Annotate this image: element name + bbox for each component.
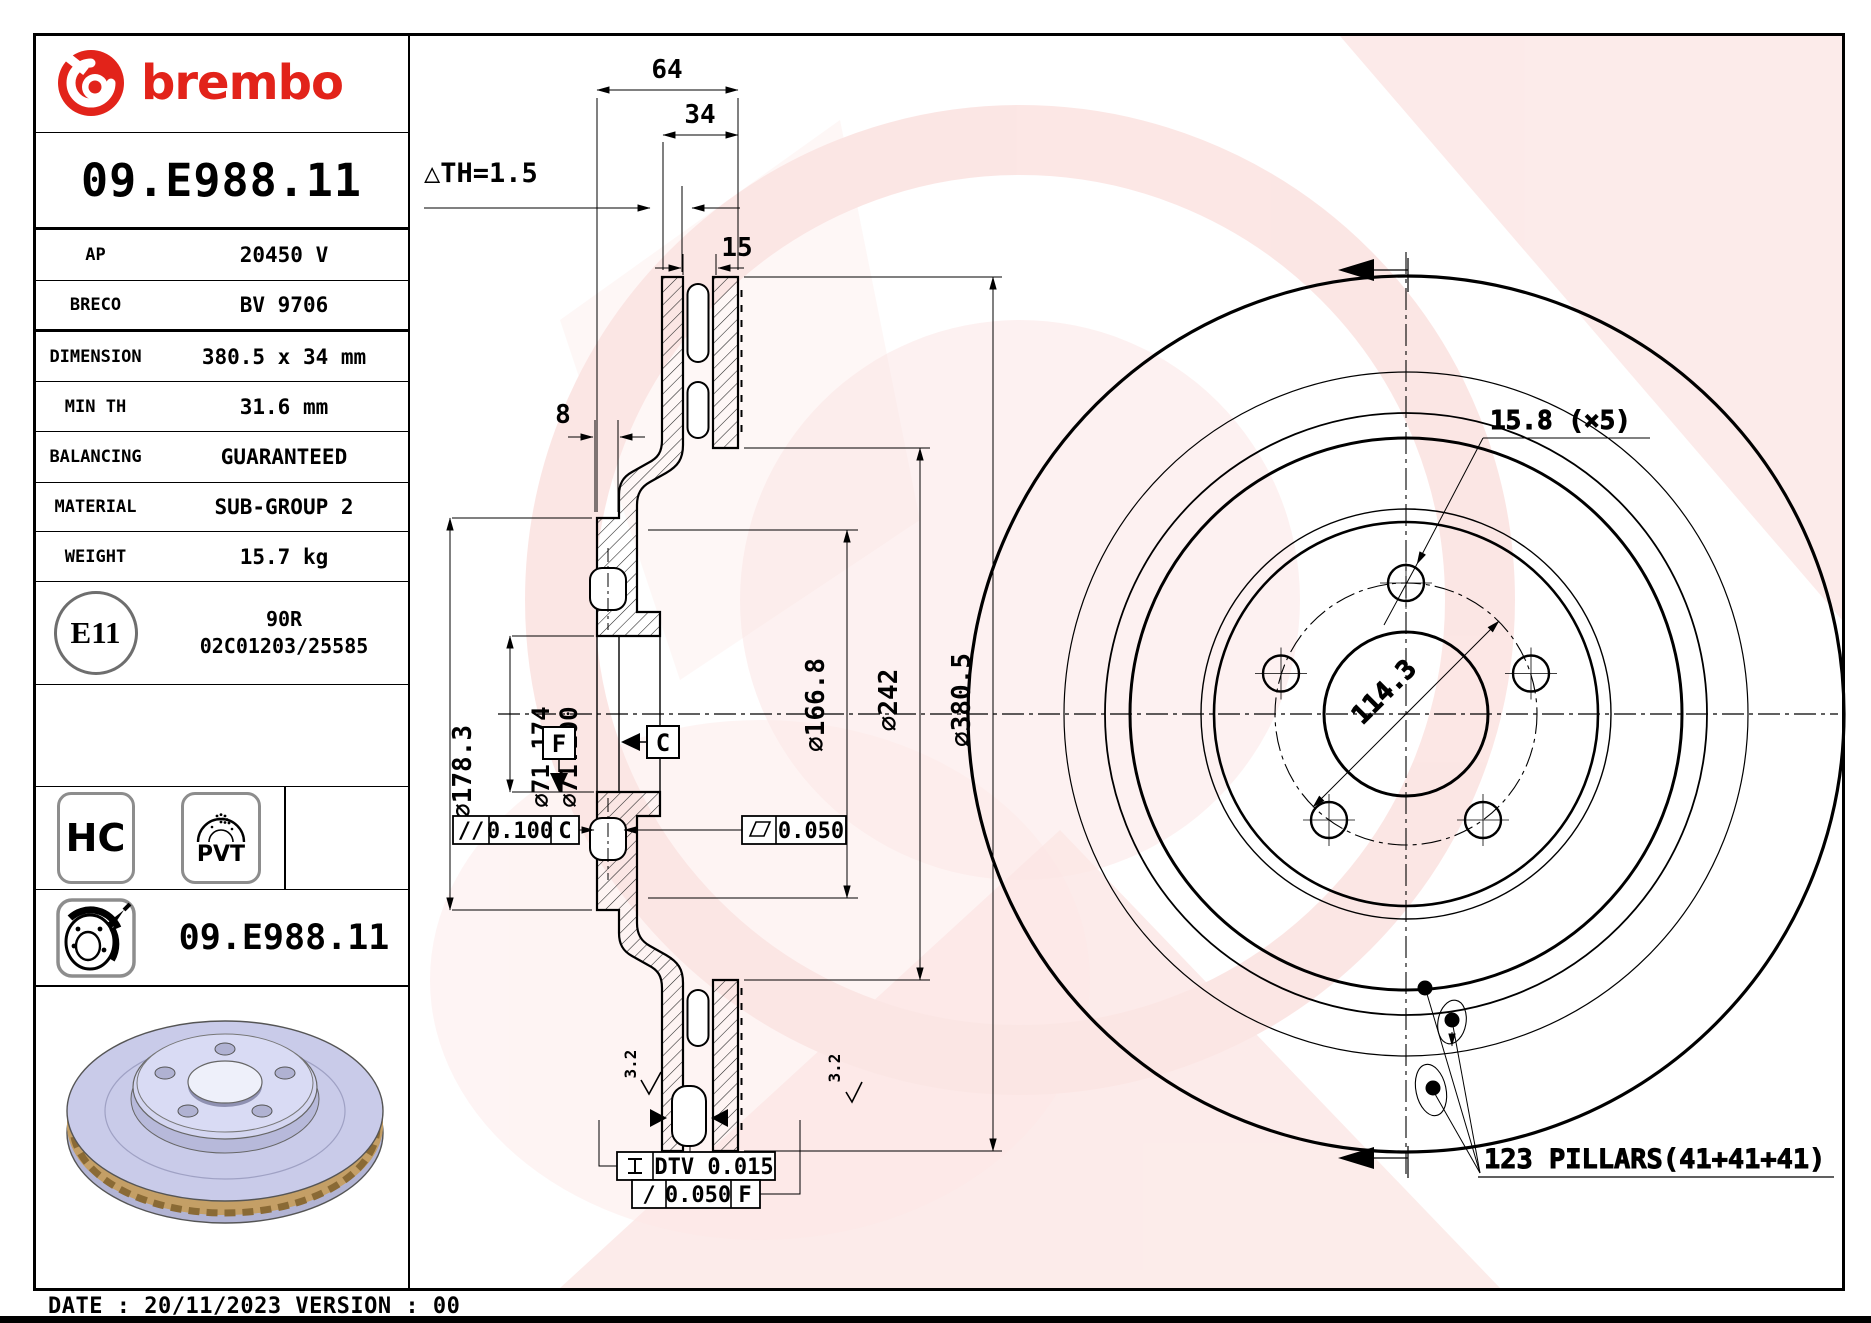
- spec-row-balancing: BALANCING GUARANTEED: [33, 432, 410, 483]
- pvt-badge-label: PVT: [196, 841, 246, 867]
- parallelism-datum: C: [558, 819, 571, 844]
- datum-c-label: C: [656, 729, 670, 757]
- spec-value: GUARANTEED: [220, 445, 348, 469]
- dia-outer: ⌀380.5: [947, 653, 977, 747]
- spec-label: MIN TH: [64, 396, 127, 417]
- dia-flange: ⌀178.3: [448, 725, 478, 819]
- runout-tolerance-frame: / 0.050 F: [631, 1179, 761, 1209]
- extension-lines: [452, 98, 1002, 1152]
- spec-value: BV 9706: [239, 293, 329, 317]
- disc-uv-icon: [55, 897, 136, 978]
- spec-row-weight: WEIGHT 15.7 kg: [33, 532, 410, 582]
- spec-label: DIMENSION: [49, 346, 142, 367]
- part-number: 09.E988.11: [81, 153, 362, 207]
- panel-divider-line: [408, 33, 411, 1291]
- footer-date-version: DATE : 20/11/2023 VERSION : 00: [48, 1294, 461, 1319]
- surface-roughness-marks: [640, 1071, 863, 1104]
- pillars-label: 123 PILLARS(41+41+41): [1484, 1144, 1825, 1175]
- cross-section-view: 64 34 △TH=1.5 15 8 ⌀178.3 ⌀71.174 ⌀71.10…: [424, 55, 1838, 1209]
- badge-row-divider: [284, 787, 286, 889]
- spec-value: 20450 V: [239, 243, 329, 267]
- pcd-dim-line: [1312, 620, 1500, 808]
- spec-row-dimension: DIMENSION 380.5 x 34 mm: [33, 332, 410, 382]
- disc-3d-image: [66, 1020, 384, 1224]
- approval-line2: 02C01203/25585: [199, 634, 369, 658]
- section-slots: [589, 283, 710, 1147]
- brand-row: brembo: [33, 33, 410, 133]
- spec-row-minth: MIN TH 31.6 mm: [33, 382, 410, 432]
- spec-label: BALANCING: [49, 447, 142, 467]
- dim-friction-width: 34: [684, 100, 715, 130]
- spec-label: AP: [85, 245, 106, 265]
- spec-row-breco: BRECO BV 9706: [33, 281, 410, 332]
- spec-row-material: MATERIAL SUB-GROUP 2: [33, 483, 410, 532]
- catalog-row: 09.E988.11: [33, 890, 410, 987]
- runout-symbol: /: [642, 1183, 655, 1208]
- dim-plate-thickness: 15: [721, 233, 752, 263]
- dia-friction-inner: ⌀242: [874, 669, 904, 732]
- spec-value: SUB-GROUP 2: [214, 495, 354, 519]
- roughness-value-1: 3.2: [621, 1050, 640, 1079]
- part-number-row: 09.E988.11: [33, 133, 410, 230]
- dim-total-width: 64: [651, 55, 682, 85]
- hole-diameter-label: 15.8 (×5): [1490, 406, 1631, 436]
- brembo-logo-icon: [58, 49, 124, 116]
- section-cut-arrows: [650, 1109, 728, 1127]
- hc-badge: HC: [56, 792, 135, 884]
- datum-c: C: [621, 725, 680, 759]
- e-mark-badge: E11: [53, 591, 138, 675]
- runout-datum: F: [738, 1183, 751, 1208]
- roughness-value-2: 3.2: [825, 1054, 844, 1083]
- dia-hat: ⌀166.8: [801, 658, 831, 752]
- datum-f-label: F: [552, 730, 566, 758]
- flatness-tolerance-frame: 0.050: [623, 815, 847, 845]
- spec-value: 15.7 kg: [239, 544, 329, 569]
- dtv-value: DTV 0.015: [654, 1155, 773, 1180]
- pvt-disc-icon: [196, 812, 246, 842]
- empty-row: [33, 685, 410, 787]
- pcd-label: 114.3: [1346, 654, 1423, 731]
- spec-label: WEIGHT: [64, 546, 127, 567]
- parallelism-tolerance-frame: // 0.100 C: [452, 815, 595, 845]
- disc-photo-box: [33, 987, 410, 1290]
- footer-edge-bar: [0, 1316, 1871, 1323]
- spec-row-ap: AP 20450 V: [33, 230, 410, 281]
- spec-label: MATERIAL: [54, 497, 137, 517]
- pillar-markers: [1414, 980, 1834, 1178]
- dim-hat-offset: 8: [555, 400, 571, 430]
- catalog-part-number: 09.E988.11: [178, 917, 390, 958]
- parallelism-symbol: //: [458, 819, 485, 844]
- brand-wordmark: brembo: [141, 54, 344, 111]
- hole-diameter-leader: [1383, 437, 1650, 626]
- pvt-badge: PVT: [181, 792, 261, 884]
- spec-value: 31.6 mm: [239, 394, 329, 419]
- flatness-icon: [748, 821, 772, 837]
- section-material: [595, 275, 740, 1153]
- dimension-lines: [424, 86, 997, 1152]
- section-hidden-edges: [596, 636, 661, 792]
- spec-panel: brembo 09.E988.11 AP 20450 V BRECO BV 97…: [33, 33, 410, 1290]
- hc-badge-label: HC: [65, 816, 126, 860]
- parallelism-value: 0.100: [487, 819, 553, 844]
- spec-label: BRECO: [69, 295, 122, 315]
- runout-value: 0.050: [665, 1183, 731, 1208]
- dtv-symbol-icon: [628, 1158, 642, 1174]
- spec-value: 380.5 x 34 mm: [201, 344, 367, 369]
- cut-plane-arrows: [1338, 258, 1409, 1178]
- badges-row: HC PVT: [33, 787, 410, 890]
- flatness-value: 0.050: [778, 819, 844, 844]
- datum-f: F: [542, 726, 576, 792]
- approval-line1: 90R: [265, 607, 303, 631]
- dim-min-th: △TH=1.5: [424, 158, 538, 189]
- approval-row: E11 90R 02C01203/25585: [33, 582, 410, 685]
